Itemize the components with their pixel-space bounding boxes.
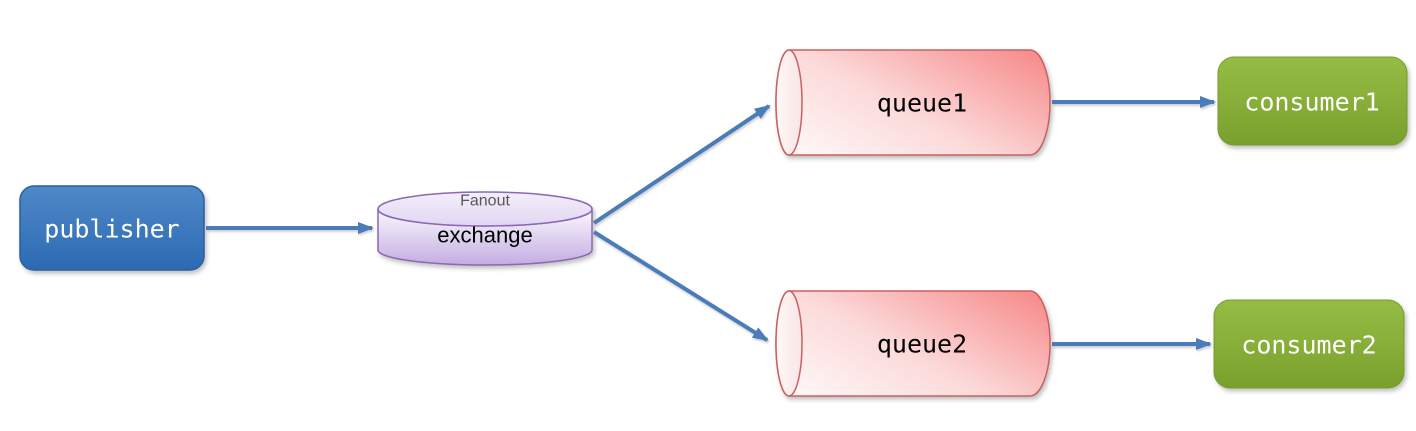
exchange-type-label: Fanout xyxy=(460,193,510,210)
queue2-label: queue2 xyxy=(877,330,967,359)
publisher-node: publisher xyxy=(19,185,205,271)
consumer1-node: consumer1 xyxy=(1217,56,1408,146)
queue2-node: queue2 xyxy=(775,290,1051,397)
exchange-label: exchange xyxy=(437,223,532,248)
arrow-exchange-to-queue2 xyxy=(592,230,769,342)
queue1-node: queue1 xyxy=(775,49,1051,156)
queue1-label: queue1 xyxy=(877,89,967,118)
consumer2-label: consumer2 xyxy=(1241,331,1376,360)
consumer1-label: consumer1 xyxy=(1244,88,1379,117)
consumer2-node: consumer2 xyxy=(1213,299,1405,389)
publisher-label: publisher xyxy=(44,215,179,244)
arrow-exchange-to-queue1 xyxy=(592,104,771,225)
exchange-node: Fanout exchange xyxy=(377,191,593,266)
